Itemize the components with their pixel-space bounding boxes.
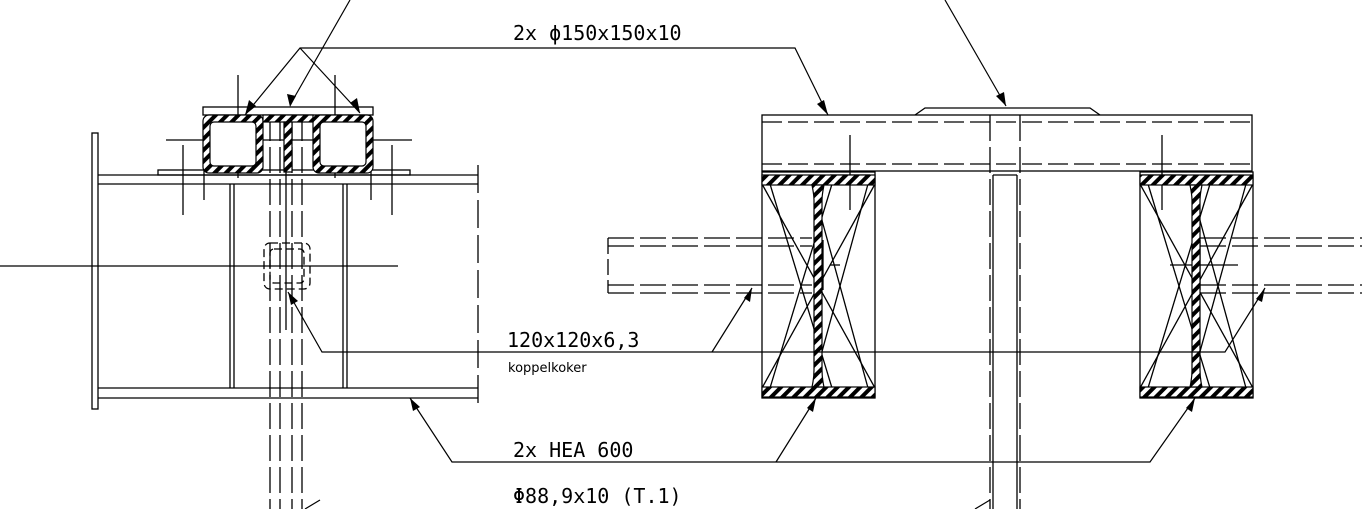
arrowheads <box>245 92 1265 412</box>
end-plate <box>91 132 99 410</box>
top-tube-beam <box>761 114 1253 172</box>
leader-lines <box>244 0 1266 509</box>
square-tube-sections <box>202 114 374 174</box>
cap-plate <box>202 106 374 116</box>
tube-size-label: 2x ϕ150x150x10 <box>513 21 682 45</box>
beam-size-label: 2x HEA 600 <box>513 438 633 462</box>
right-elevation-view <box>607 107 1362 509</box>
coupling-name-label: koppelkoker <box>508 361 587 376</box>
coupling-tube-section <box>263 242 311 290</box>
column-size-label: Φ88,9x10 (T.1) <box>513 484 682 508</box>
coupling-size-label: 120x120x6,3 <box>507 328 639 352</box>
hea-beam-sections <box>761 174 1254 398</box>
